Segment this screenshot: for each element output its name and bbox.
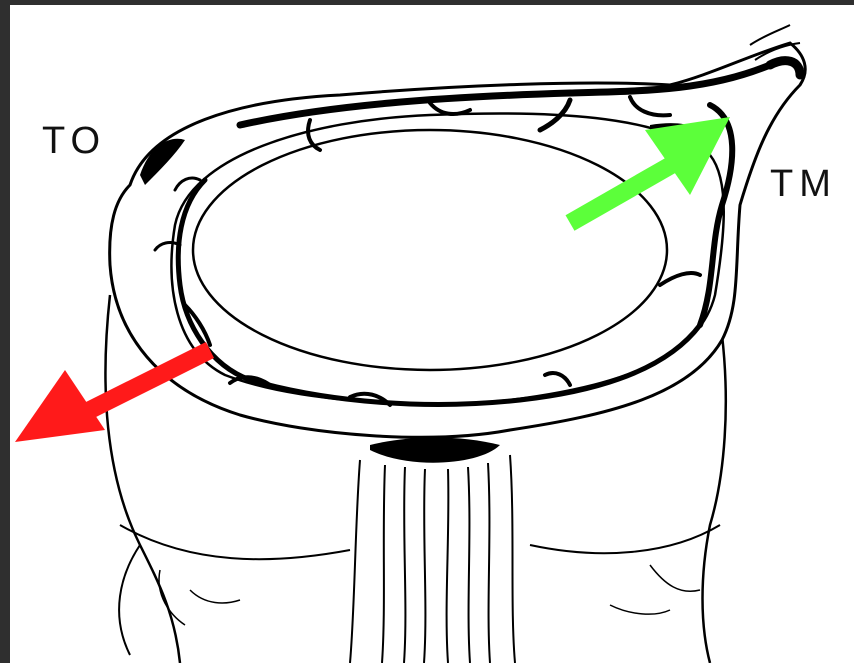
shell-bottom-curve bbox=[120, 525, 720, 559]
label-tm: TM bbox=[770, 165, 837, 203]
inner-opening bbox=[193, 130, 667, 370]
red-arrow bbox=[15, 350, 210, 442]
bottom-dark-patch bbox=[370, 438, 500, 463]
anatomical-drawing bbox=[10, 5, 854, 663]
fiber-stalk bbox=[350, 455, 515, 663]
diagram-canvas: TO TM bbox=[10, 5, 854, 663]
shell-right-bump bbox=[610, 565, 700, 614]
outer-shell-right bbox=[703, 335, 726, 663]
shell-left-lobe bbox=[119, 545, 140, 655]
label-to: TO bbox=[42, 122, 106, 160]
